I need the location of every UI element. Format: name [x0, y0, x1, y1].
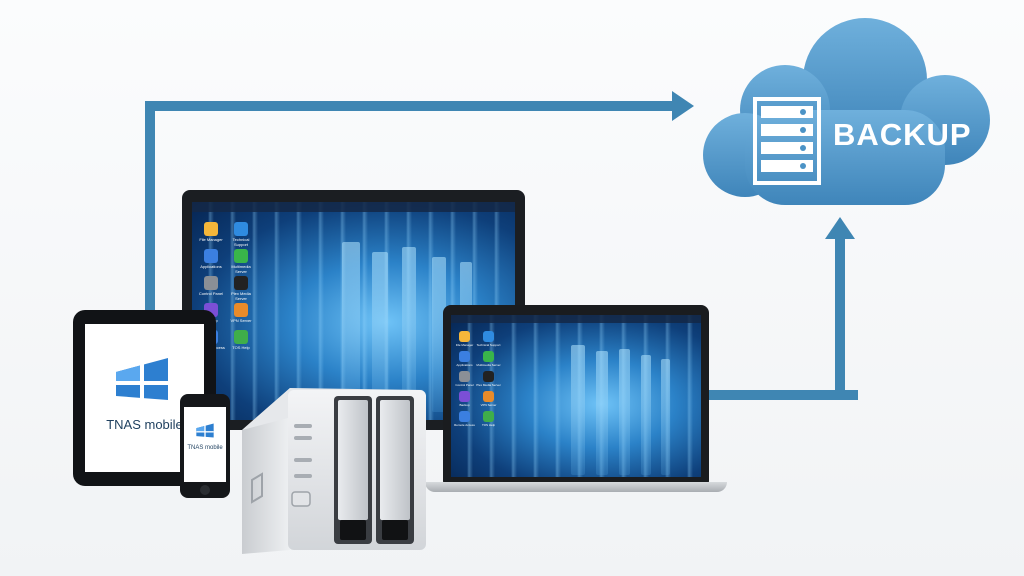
- vpn-icon[interactable]: [483, 391, 494, 402]
- backup-label: BACKUP: [833, 117, 972, 152]
- desktop-icon-label: TOS Help: [481, 423, 496, 427]
- vpn-icon[interactable]: [234, 303, 248, 317]
- desktop-icon-label: Multimedia Server: [476, 363, 501, 367]
- desktop-icon-label: Plex Media Server: [476, 383, 501, 387]
- backup-icon[interactable]: [459, 391, 470, 402]
- desktop-taskbar: [192, 202, 515, 212]
- nas-device: [242, 388, 426, 554]
- desktop-icon-label: Backup: [459, 403, 470, 407]
- laptop-taskbar: [451, 315, 701, 323]
- desktop-icon-label: TOS Help: [232, 345, 250, 350]
- smartphone: TNAS mobile: [180, 394, 230, 498]
- desktop-icon-label: Control Panel: [198, 291, 224, 296]
- headset-icon[interactable]: [234, 222, 248, 236]
- phone-home-button: [200, 485, 210, 495]
- tnas-logo-icon: [116, 358, 168, 402]
- plex-icon[interactable]: [234, 276, 248, 290]
- laptop-base: [425, 482, 727, 492]
- headset-icon[interactable]: [483, 331, 494, 342]
- desktop-icon-label: Applications: [456, 363, 473, 367]
- desktop-icon-label: Multimedia Server: [231, 264, 251, 274]
- backup-cloud-icon: [703, 18, 990, 205]
- desktop-icon-label: File Manager: [199, 237, 223, 242]
- desktop-icon-label: VPN Server: [230, 318, 252, 323]
- desktop-icon-label: Remote Access: [454, 423, 475, 427]
- arrow-top-horizontal: [145, 101, 675, 111]
- apps-icon[interactable]: [204, 249, 218, 263]
- folder-icon[interactable]: [459, 331, 470, 342]
- server-stack-icon: [753, 97, 821, 185]
- tnas-logo-small-icon: [196, 423, 214, 439]
- folder-icon[interactable]: [204, 222, 218, 236]
- play-icon[interactable]: [234, 249, 248, 263]
- desktop-icon-label: Technical Support: [232, 237, 250, 247]
- desktop-icon-label: Technical Support: [476, 343, 501, 347]
- play-icon[interactable]: [483, 351, 494, 362]
- desktop-icon-label: Applications: [200, 264, 222, 269]
- phone-app-name: TNAS mobile: [187, 445, 223, 451]
- plex-icon[interactable]: [483, 371, 494, 382]
- t-icon[interactable]: [459, 411, 470, 422]
- apps-icon[interactable]: [459, 351, 470, 362]
- desktop-icon-label: VPN Server: [480, 403, 497, 407]
- arrow-bottom-horizontal: [705, 390, 858, 400]
- phone-screen: TNAS mobile: [184, 407, 226, 482]
- arrow-right-head-icon: [672, 91, 694, 121]
- arrow-right-vertical: [835, 238, 845, 400]
- desktop-icon-label: Control Panel: [455, 383, 474, 387]
- arrow-up-head-icon: [825, 217, 855, 239]
- help-icon[interactable]: [483, 411, 494, 422]
- tablet-app-name: TNAS mobile: [106, 417, 183, 432]
- desktop-icon-label: File Manager: [455, 343, 474, 347]
- desktop-icon-label: Plex Media Server: [231, 291, 251, 301]
- gear-icon[interactable]: [459, 371, 470, 382]
- help-icon[interactable]: [234, 330, 248, 344]
- gear-icon[interactable]: [204, 276, 218, 290]
- arrow-left-vertical: [145, 101, 155, 311]
